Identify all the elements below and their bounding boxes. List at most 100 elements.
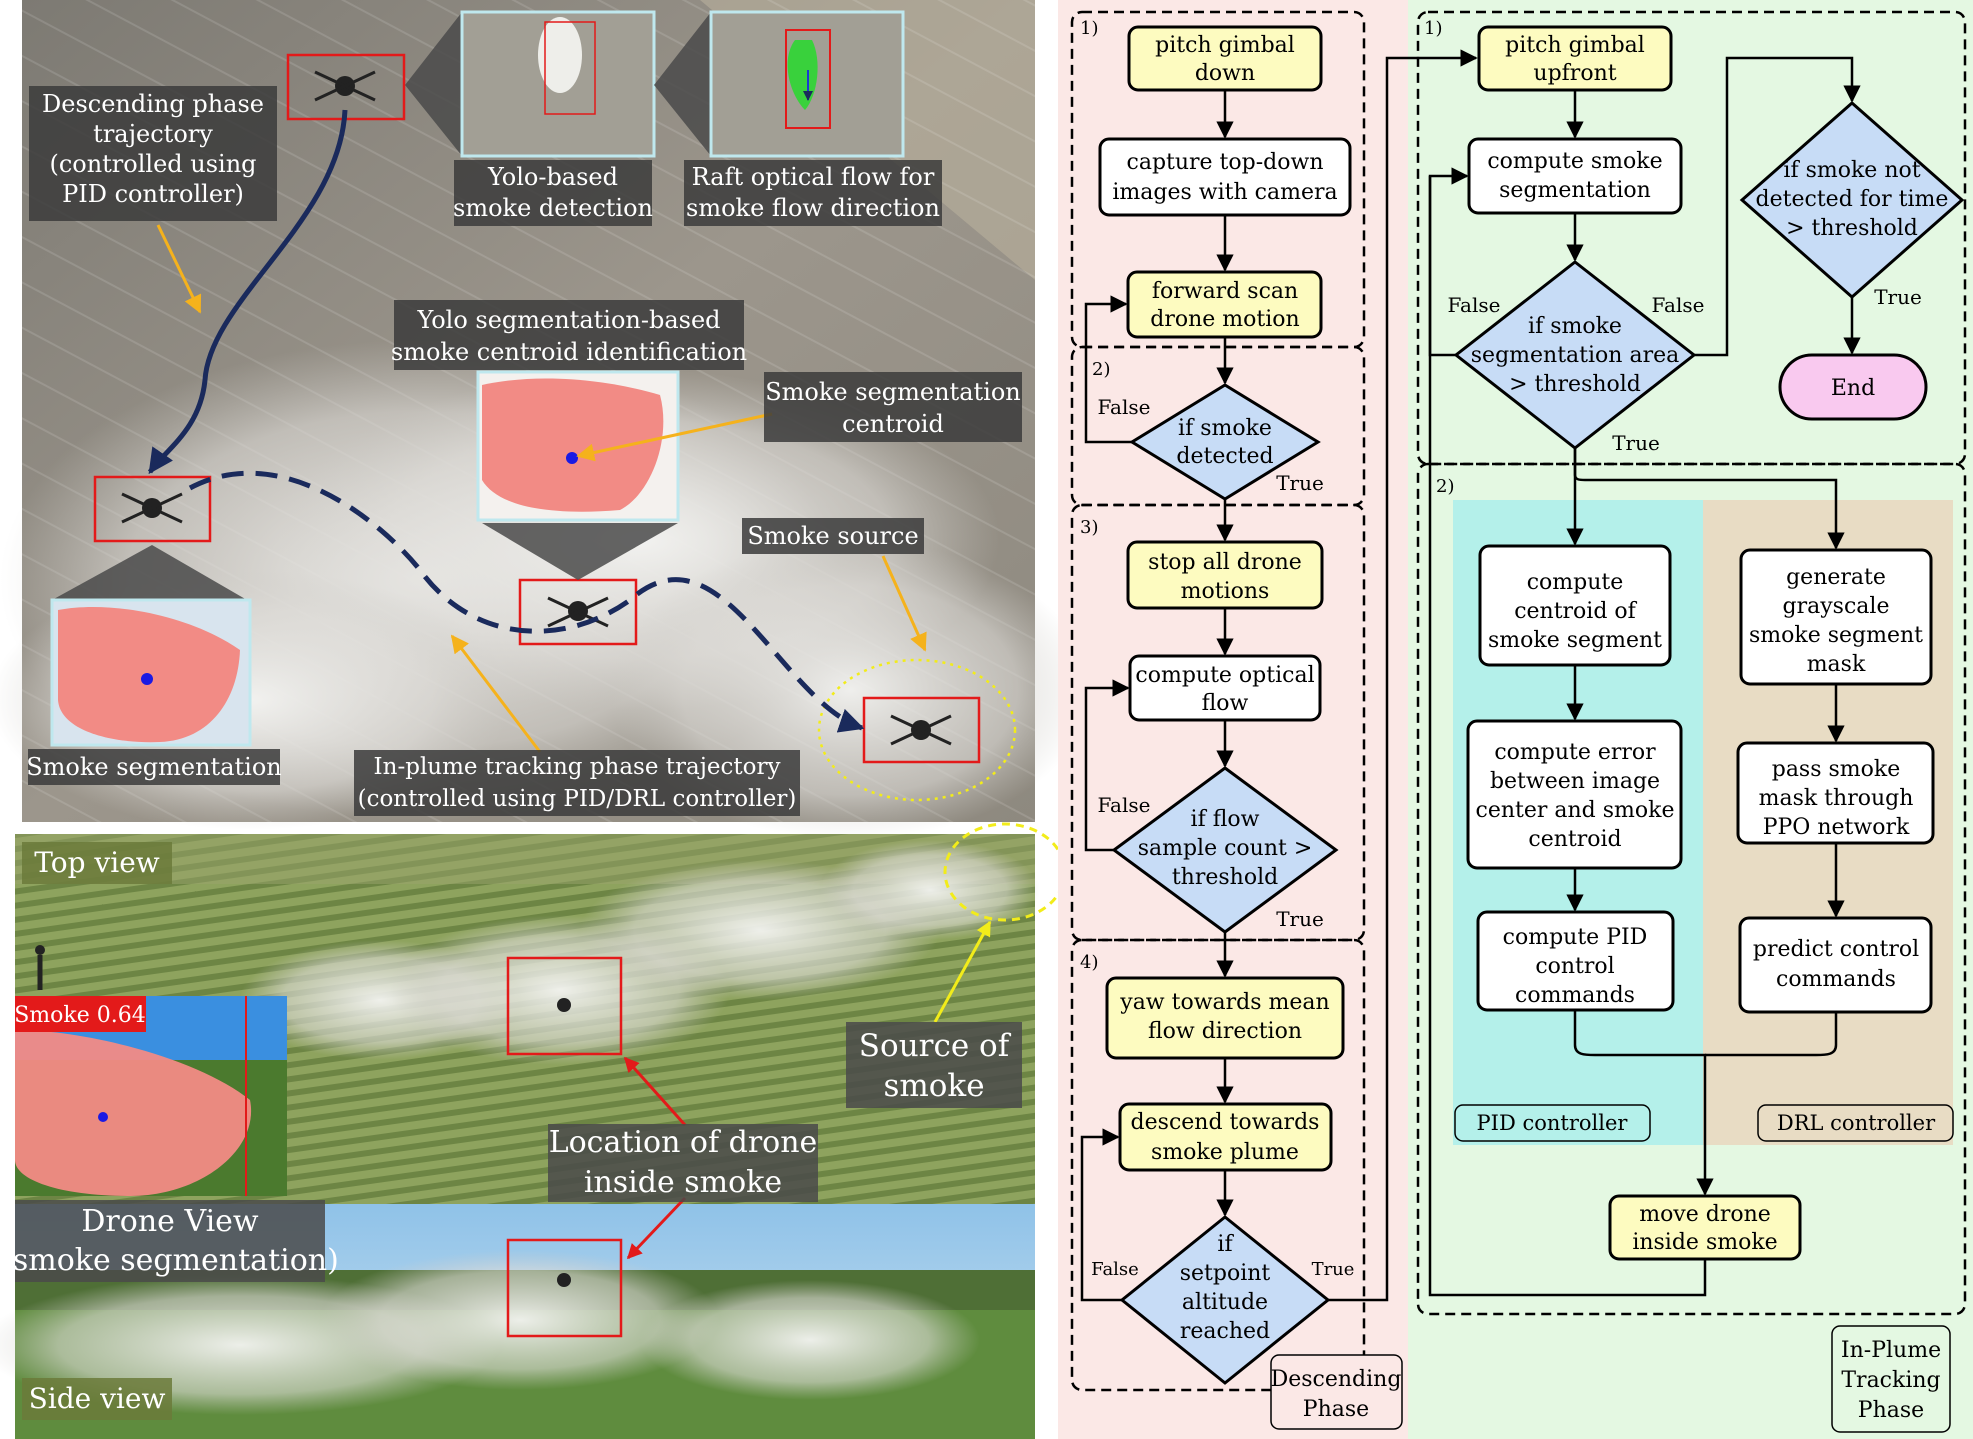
svg-text:DRL controller: DRL controller [1777, 1111, 1936, 1135]
side-view-drone-marker [506, 1238, 623, 1338]
inplume-section-1-number: 1) [1424, 18, 1442, 39]
arrow-source-of-smoke [933, 920, 992, 1023]
arrow-source-label [881, 555, 927, 652]
centroid-dot [566, 452, 578, 464]
edge-predict-move [1705, 1012, 1838, 1057]
raft-flow-thumbnail [654, 10, 905, 158]
label-drone-view: Drone View(smoke segmentation) [1, 1200, 339, 1282]
label-notdetected-true: True [1874, 285, 1922, 309]
edge-pid-move [1573, 1010, 1714, 1196]
edge-area-false-right [1694, 56, 1861, 357]
label-detected-false: False [1098, 395, 1151, 419]
desc-section-2-number: 2) [1092, 359, 1110, 380]
edge-altitude-true [1328, 49, 1478, 1302]
drone-left [93, 475, 212, 543]
edge-altitude-false [1080, 1128, 1122, 1302]
arrow-desc-label [156, 224, 202, 314]
yolo-detection-thumbnail [405, 10, 656, 158]
top-view-drone-marker [506, 956, 623, 1056]
terminal-end: End [1778, 353, 1928, 421]
inplume-section-2-number: 2) [1436, 476, 1454, 497]
arrow-centroid-label [576, 412, 773, 462]
svg-text:Top view: Top view [34, 846, 160, 879]
label-flow-false: False [1098, 793, 1151, 817]
edge-detected-false [1084, 295, 1132, 444]
segmentation-thumbnail [50, 545, 252, 747]
desc-section-1-number: 1) [1080, 18, 1098, 39]
svg-text:Smoke segmentation: Smoke segmentation [26, 753, 282, 781]
desc-section-4 [1070, 938, 1366, 1392]
label-altitude-true: True [1312, 1259, 1355, 1280]
arrow-location-side [626, 1196, 687, 1260]
label-detected-true: True [1276, 471, 1324, 495]
arrow-inplume-label [450, 634, 542, 753]
edge-flow-false [1084, 679, 1130, 852]
label-inplume-trajectory: In-plume tracking phase trajectory(contr… [354, 750, 800, 816]
segmentation-centroid-thumbnail [476, 370, 680, 580]
edge-move-loop [1428, 176, 1707, 1297]
svg-text:End: End [1831, 376, 1875, 401]
inplume-trajectory [188, 470, 865, 733]
label-area-true: True [1612, 431, 1660, 455]
svg-text:In-plume tracking phase trajec: In-plume tracking phase trajectory(contr… [358, 754, 797, 812]
label-top-view: Top view [22, 842, 172, 884]
desc-section-3-number: 3) [1080, 517, 1098, 538]
label-side-view: Side view [22, 1378, 172, 1420]
svg-text:Side view: Side view [29, 1382, 166, 1415]
drl-controller-label: DRL controller [1757, 1104, 1954, 1142]
label-area-false-right: False [1652, 293, 1705, 317]
svg-text:Smoke source: Smoke source [747, 522, 918, 550]
pid-controller-label: PID controller [1454, 1104, 1651, 1142]
label-altitude-false: False [1091, 1259, 1139, 1280]
svg-text:PID controller: PID controller [1477, 1111, 1629, 1135]
drone-middle [518, 578, 638, 646]
arrow-location-top [623, 1056, 687, 1127]
